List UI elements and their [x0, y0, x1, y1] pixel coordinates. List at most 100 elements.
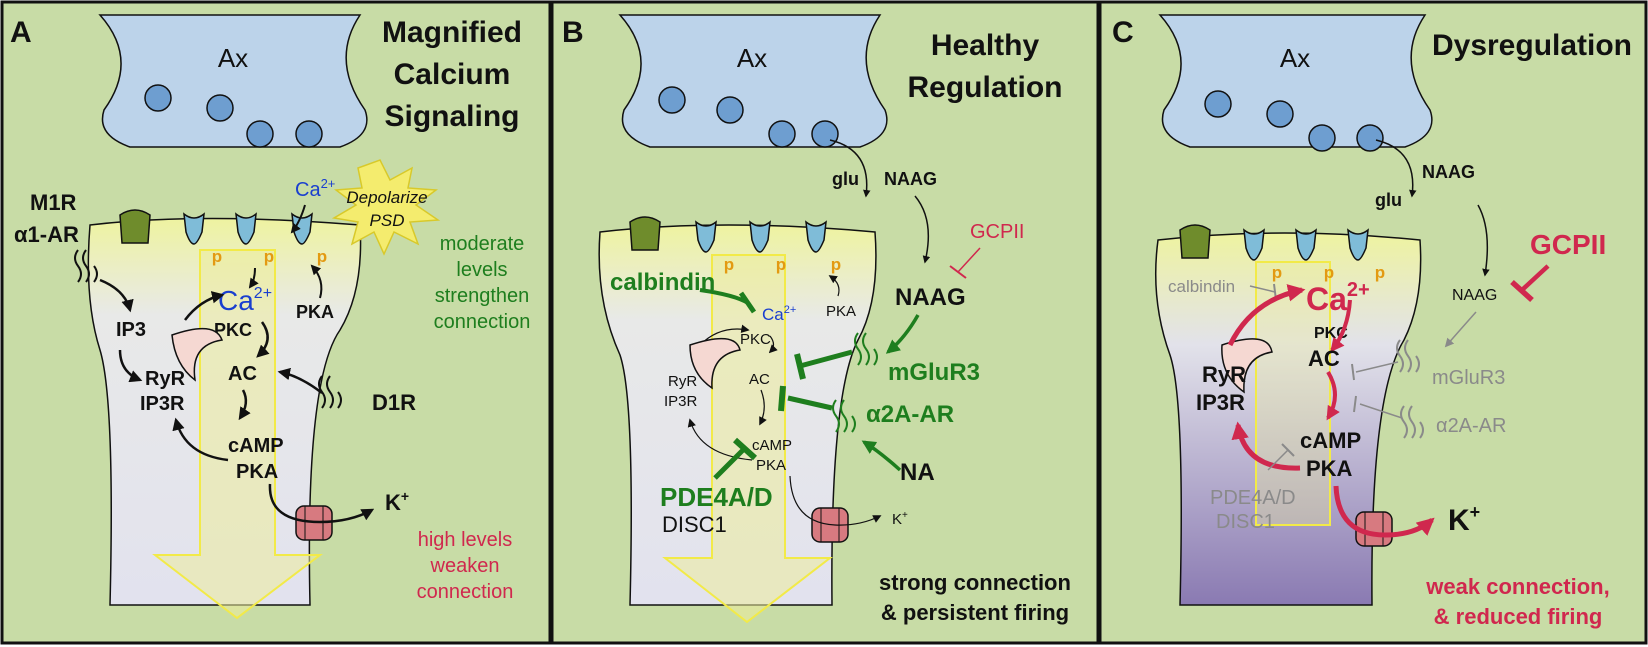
ip3r-label: IP3R	[664, 393, 698, 410]
moderate-note-line: moderate	[440, 233, 525, 255]
inhibition-bar-gray	[1353, 395, 1357, 413]
arrow	[99, 278, 134, 313]
activation-arrow-red	[1231, 421, 1301, 471]
high-note-line: connection	[417, 581, 514, 603]
phosphorylation-mark: p	[724, 255, 734, 274]
calcium-label: Ca2+	[1306, 279, 1370, 317]
panel-a-title-line-3: Signaling	[385, 100, 520, 133]
alpha2a-ar-label: α2A-AR	[1436, 415, 1506, 437]
arrow	[268, 483, 375, 524]
moderate-note-line: levels	[456, 259, 507, 281]
glutamate-receptor	[805, 220, 827, 253]
glutamate-receptor	[1347, 228, 1369, 261]
arrow	[829, 139, 871, 198]
calcium-label: Ca2+	[762, 304, 796, 324]
phosphorylation-mark: p	[264, 247, 274, 266]
potassium-label: K+	[892, 510, 908, 528]
inhibition-bar-green	[778, 385, 786, 412]
vesicle	[1204, 90, 1232, 118]
camp-label: cAMP	[228, 435, 284, 457]
naag-label: NAAG	[1452, 287, 1497, 304]
vesicle	[295, 120, 323, 148]
high-note-line: weaken	[430, 555, 500, 577]
phosphorylation-mark: p	[1324, 263, 1334, 282]
potassium-label: K+	[1448, 502, 1480, 537]
inhibition-line-gray	[1359, 403, 1403, 419]
arrow	[828, 275, 840, 297]
arrow	[687, 418, 753, 461]
calcium-ion-label: Ca2+	[295, 176, 335, 201]
disc1-label: DISC1	[1216, 511, 1275, 533]
panel-c: C Dysregulation Ax p p p NAAG glu GCPII …	[1098, 0, 1648, 645]
moderate-note-line: connection	[434, 311, 531, 333]
outcome-line-2: & persistent firing	[881, 600, 1069, 625]
ip3r-label: IP3R	[140, 393, 185, 415]
phosphorylation-mark: p	[212, 247, 222, 266]
ip3-label: IP3	[116, 319, 146, 341]
outcome-line-2: & reduced firing	[1434, 604, 1603, 629]
arrow	[172, 417, 229, 462]
mglur3-label: mGluR3	[1432, 367, 1505, 389]
ac-label: AC	[228, 363, 257, 385]
pde4-label: PDE4A/D	[660, 482, 773, 512]
pka-label: PKA	[236, 461, 278, 483]
endoplasmic-reticulum	[171, 327, 224, 382]
calbindin-label: calbindin	[610, 269, 715, 296]
ryr-label: RyR	[1202, 362, 1246, 387]
panel-c-letter: C	[1112, 16, 1134, 49]
glutamate-receptor	[291, 212, 313, 245]
glutamate-receptor	[183, 212, 205, 245]
inhibition-bar-red	[1510, 279, 1534, 303]
naag-small-label: NAAG	[1422, 162, 1475, 182]
signal-flow-column	[1255, 261, 1331, 526]
receptor-green	[1179, 224, 1211, 259]
receptor-green	[119, 209, 151, 244]
glutamate-receptor	[235, 212, 257, 245]
glutamate-receptor	[1295, 228, 1317, 261]
signal-flow-arrow	[152, 249, 323, 620]
vesicle	[1356, 124, 1384, 152]
inhibition-bar-green	[732, 437, 758, 461]
pka-label: PKA	[756, 457, 786, 474]
arrow	[290, 204, 306, 234]
gcpii-label: GCPII	[1530, 229, 1606, 260]
phosphorylation-mark: p	[776, 255, 786, 274]
ip3r-label: IP3R	[1196, 390, 1245, 415]
ryr-label: RyR	[668, 373, 697, 390]
axon-label: Ax	[218, 43, 248, 73]
inhibition-line-gray	[1355, 361, 1399, 373]
activation-arrow-green	[885, 314, 920, 354]
arrow	[759, 389, 767, 426]
mglur3-receptor-icon	[1396, 339, 1420, 373]
axon-label: Ax	[1280, 43, 1310, 73]
arrow	[118, 349, 143, 383]
inhibition-line	[957, 247, 981, 273]
axon-label: Ax	[737, 43, 767, 73]
camp-label: cAMP	[752, 437, 792, 454]
inhibition-bar-green	[794, 353, 806, 380]
arrow	[789, 475, 882, 526]
activation-arrow-green	[861, 440, 902, 472]
inhibition-line-green	[787, 395, 833, 411]
panel-b-letter: B	[562, 16, 584, 49]
vesicle	[658, 86, 686, 114]
ac-label: AC	[749, 371, 770, 388]
na-label: NA	[900, 459, 935, 486]
potassium-label: K+	[385, 488, 409, 515]
inhibition-line-green	[713, 446, 747, 480]
panel-b-title-line-1: Healthy	[931, 29, 1040, 62]
receptor-green	[629, 216, 661, 251]
gpcr-receptor-icon	[318, 375, 342, 409]
inhibition-bar	[949, 265, 967, 279]
glutamate-receptor	[695, 220, 717, 253]
ac-label: AC	[1308, 346, 1340, 371]
depolarize-burst	[331, 159, 441, 256]
naag-label: NAAG	[895, 284, 966, 311]
arrow	[184, 291, 225, 321]
moderate-note-line: strengthen	[435, 285, 530, 307]
glu-label: glu	[832, 169, 859, 189]
glutamate-receptor	[749, 220, 771, 253]
activation-arrow-red	[1326, 370, 1340, 421]
arrow	[1477, 204, 1490, 277]
vesicle	[246, 120, 274, 148]
